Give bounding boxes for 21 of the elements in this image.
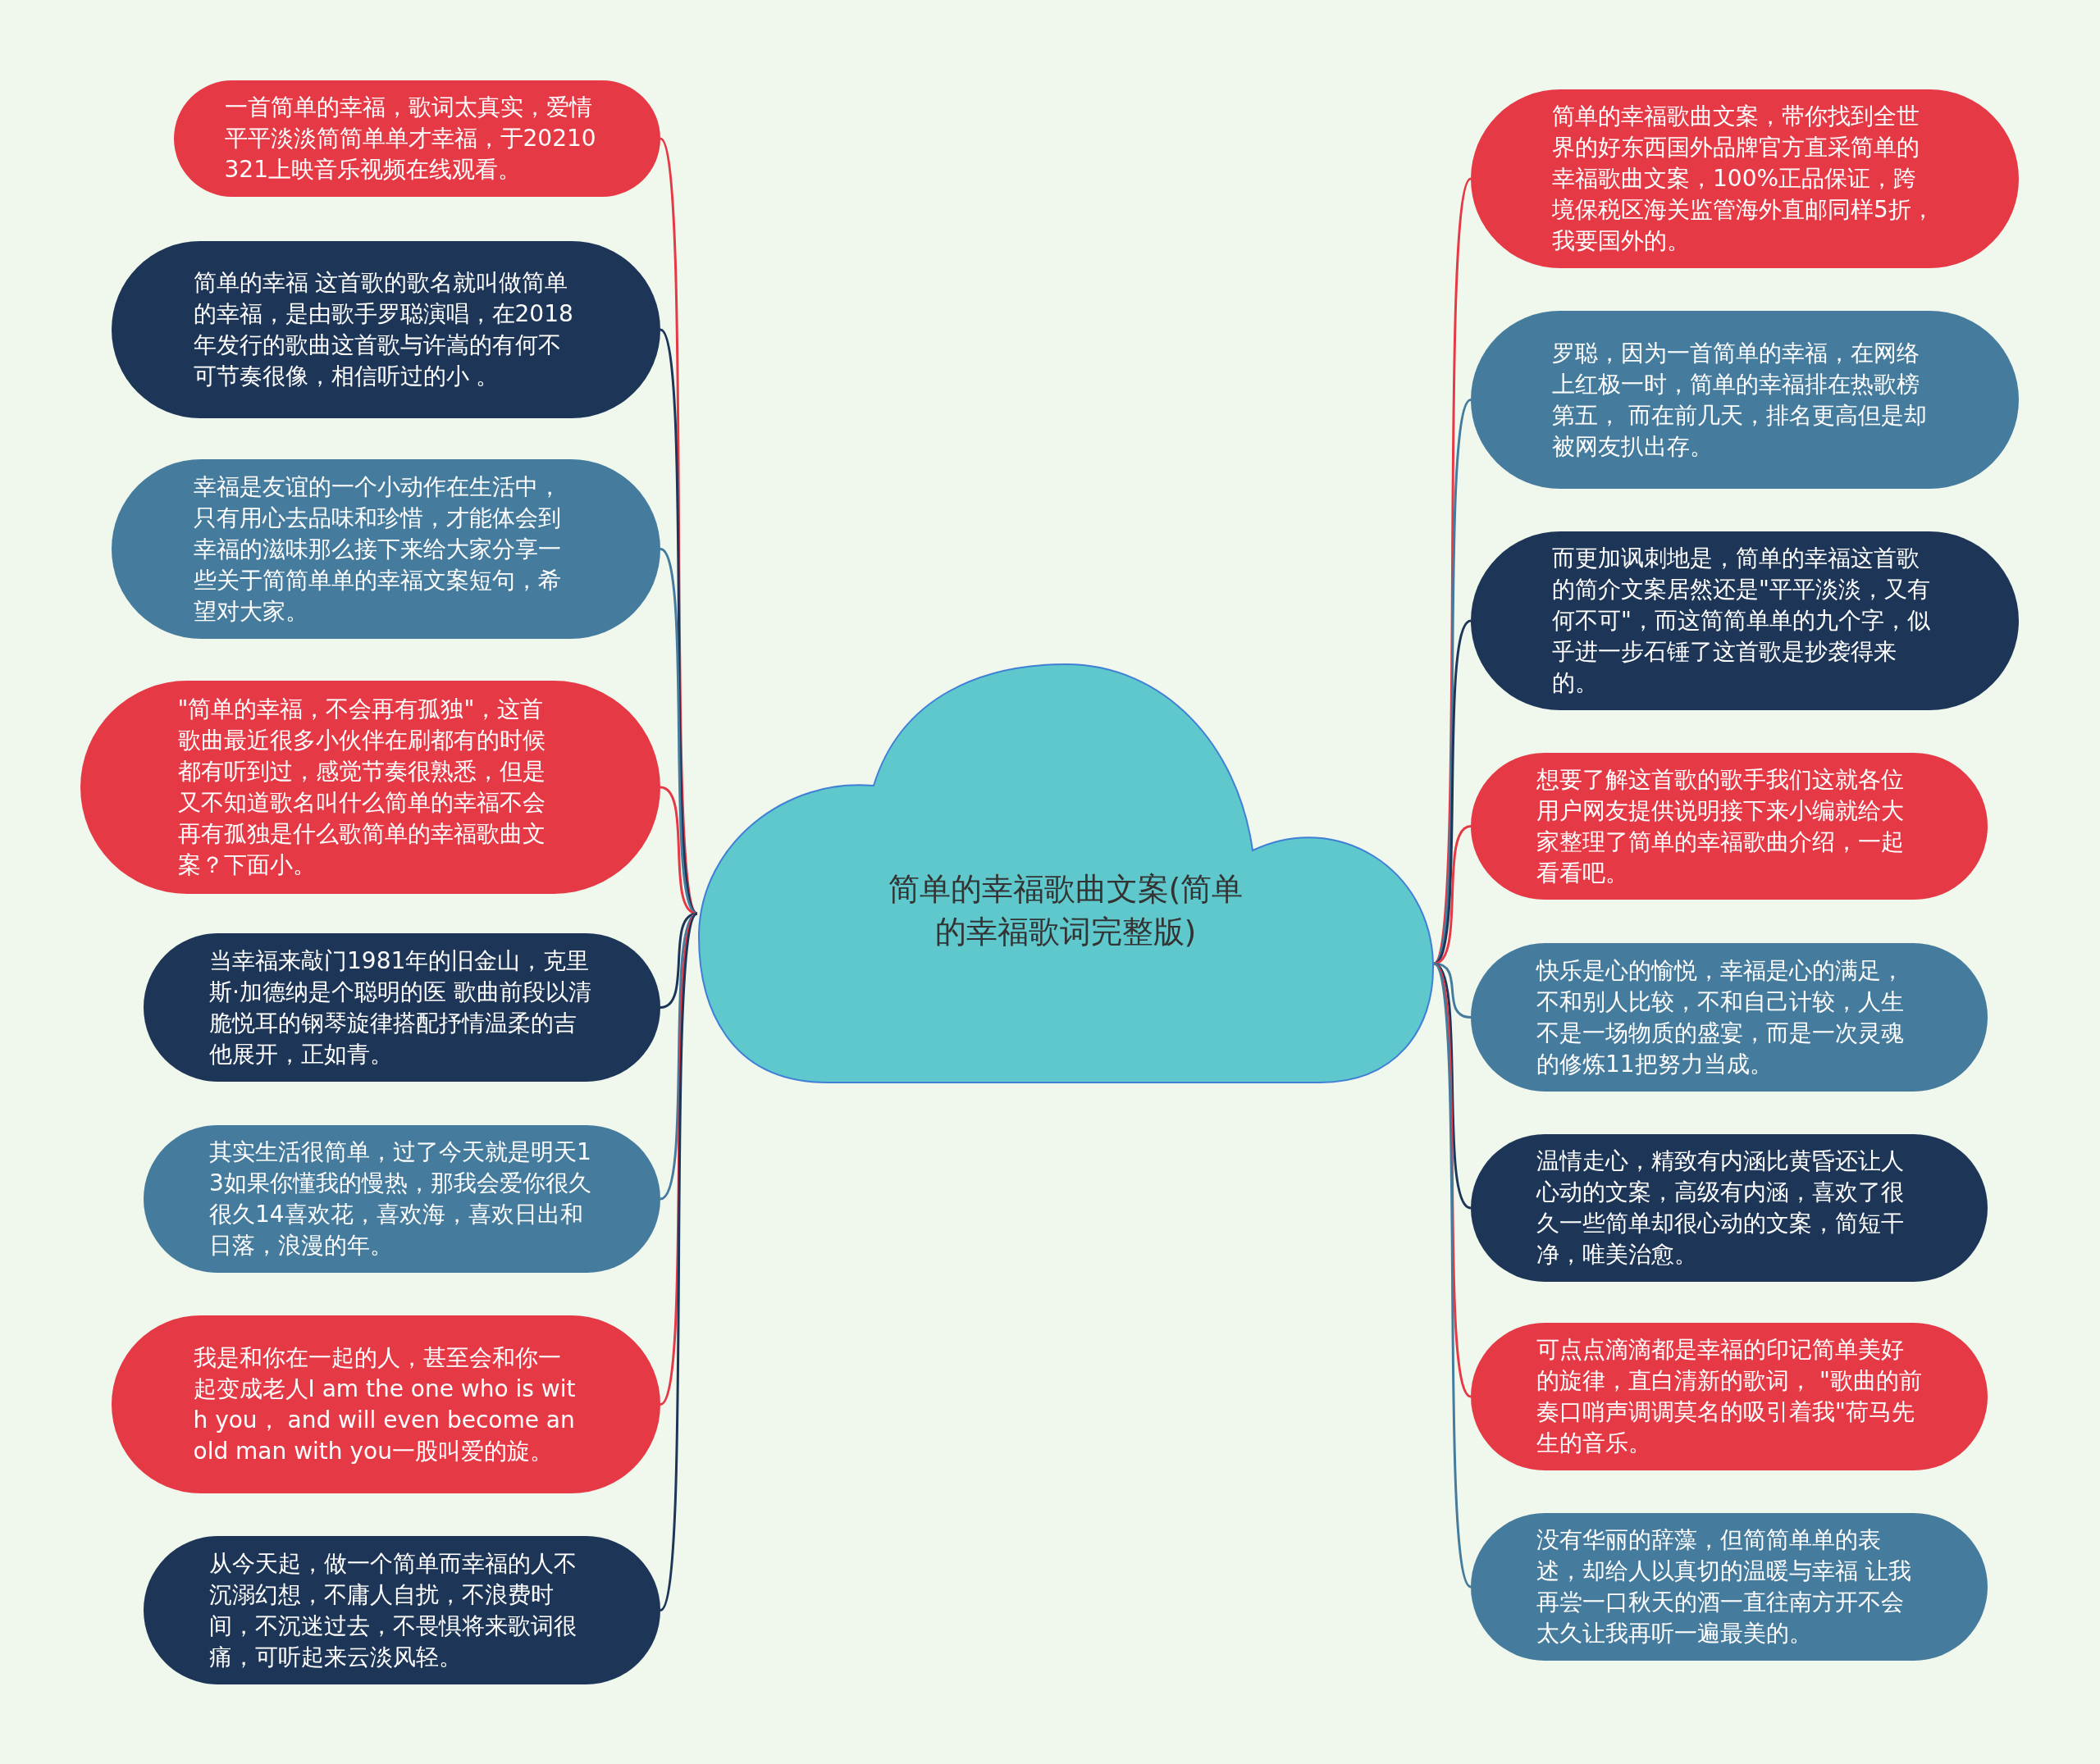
connector-line [660, 786, 698, 915]
connector-line [1433, 825, 1472, 965]
note-bubble: 快乐是心的愉悦，幸福是心的满足，不和别人比较，不和自己计较，人生不是一场物质的盛宴，而是一次灵魂的修炼11把努力当成。 [1471, 943, 1988, 1092]
connector-line [1432, 963, 1472, 1588]
note-bubble: 而更加讽刺地是，简单的幸福这首歌的简介文案居然还是"平平淡淡，又有何不可"，而这简简单单的九个字，似乎进一步石锤了这首歌是抄袭得来的。 [1471, 531, 2019, 710]
note-bubble: 简单的幸福 这首歌的歌名就叫做简单的幸福，是由歌手罗聪演唱，在2018年发行的歌曲这首歌与许嵩的有何不可节奏很像，相信听过的小 。 [112, 241, 660, 418]
topic-title: 简单的幸福歌曲文案(简单的幸福歌词完整版) [887, 870, 1244, 951]
note-bubble: 其实生活很简单，过了今天就是明天13如果你懂我的慢热，那我会爱你很久很久14喜欢花，喜欢海，喜欢日出和日落，浪漫的年。 [144, 1125, 660, 1273]
note-bubble: 想要了解这首歌的歌手我们这就各位用户网友提供说明接下来小编就给大家整理了简单的幸福歌曲介绍，一起看看吧。 [1471, 753, 1988, 900]
note-bubble: "简单的幸福，不会再有孤独"，这首歌曲最近很多小伙伴在刷都有的时候都有听到过，感觉节奏很熟悉，但是又不知道歌名叫什么简单的幸福不会再有孤独是什么歌简单的幸福歌曲文案？下面小。 [80, 681, 660, 894]
connector-line [659, 913, 699, 1611]
note-bubble: 从今天起，做一个简单而幸福的人不沉溺幻想，不庸人自扰，不浪费时间，不沉迷过去，不畏惧将来歌词很痛，可听起来云淡风轻。 [144, 1536, 660, 1684]
note-bubble: 罗聪，因为一首简单的幸福，在网络上红极一时，简单的幸福排在热歌榜第五， 而在前几天，排名更高但是却被网友扒出存。 [1471, 311, 2019, 489]
note-bubble: 简单的幸福歌曲文案，带你找到全世界的好东西国外品牌官方直采简单的幸福歌曲文案，100%正品保证，跨境保税区海关监管海外直邮同样5折，我要国外的。 [1471, 89, 2019, 268]
note-bubble: 可点点滴滴都是幸福的印记简单美好的旋律，直白清新的歌词， "歌曲的前奏口哨声调调莫名的吸引着我"荷马先生的音乐。 [1471, 1323, 1988, 1470]
note-bubble: 一首简单的幸福，歌词太真实，爱情平平淡淡简简单单才幸福，于20210321上映音乐视频在线观看。 [174, 80, 660, 197]
note-bubble: 当幸福来敲门1981年的旧金山，克里斯·加德纳是个聪明的医 歌曲前段以清脆悦耳的钢琴旋律搭配抒情温柔的吉他展开，正如青。 [144, 933, 660, 1082]
note-bubble: 没有华丽的辞藻，但简简单单的表述，却给人以真切的温暖与幸福 让我再尝一口秋天的酒一直往南方开不会太久让我再听一遍最美的。 [1471, 1513, 1988, 1661]
note-bubble: 温情走心，精致有内涵比黄昏还让人心动的文案，高级有内涵，喜欢了很久一些简单却很心动的文案，简短干净，唯美治愈。 [1471, 1134, 1988, 1282]
note-bubble: 我是和你在一起的人，甚至会和你一起变成老人I am the one who is with you， and will even become an old man with you一股叫爱的旋。 [112, 1315, 660, 1493]
note-bubble: 幸福是友谊的一个小动作在生活中，只有用心去品味和珍惜，才能体会到幸福的滋味那么接下来给大家分享一些关于简简单单的幸福文案短句，希望对大家。 [112, 459, 660, 639]
